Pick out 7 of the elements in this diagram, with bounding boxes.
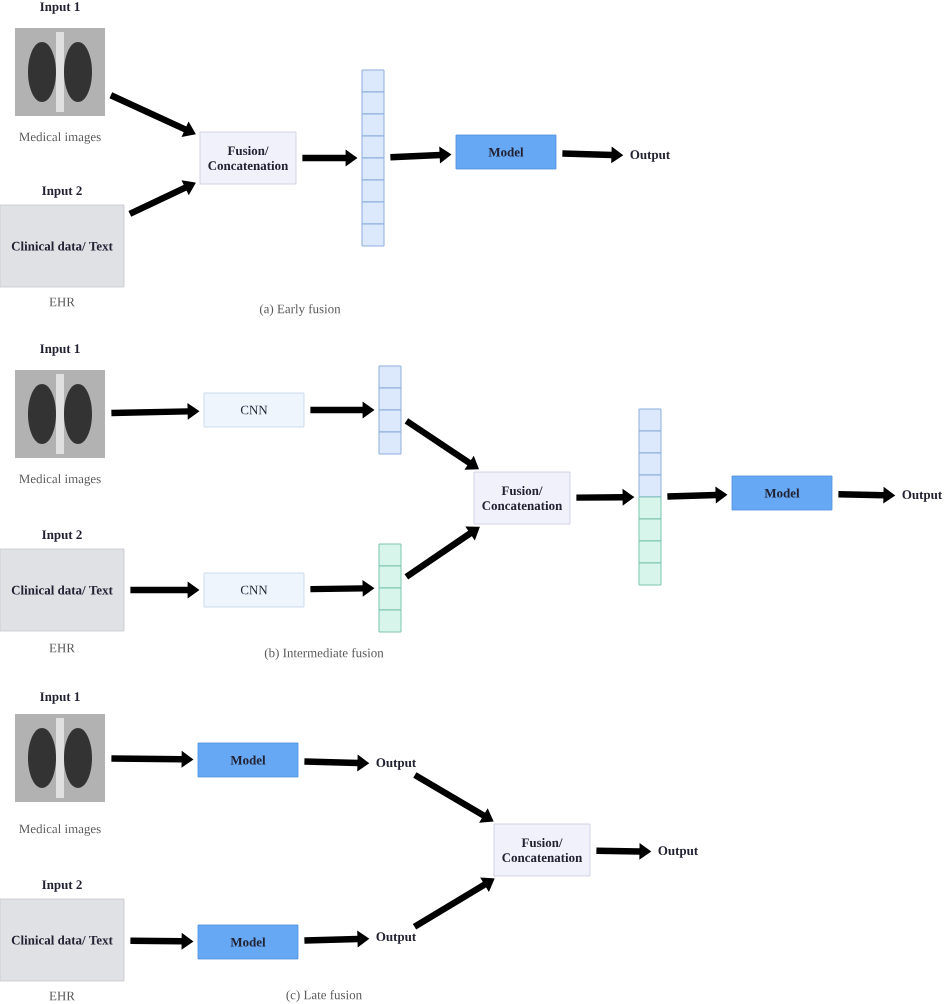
feature-vector xyxy=(638,408,662,586)
feature-vector xyxy=(361,69,385,247)
feature-vector xyxy=(378,365,402,455)
feature-vector xyxy=(378,543,402,633)
arrow xyxy=(404,418,479,470)
arrow xyxy=(128,180,196,217)
arrow xyxy=(404,526,480,580)
